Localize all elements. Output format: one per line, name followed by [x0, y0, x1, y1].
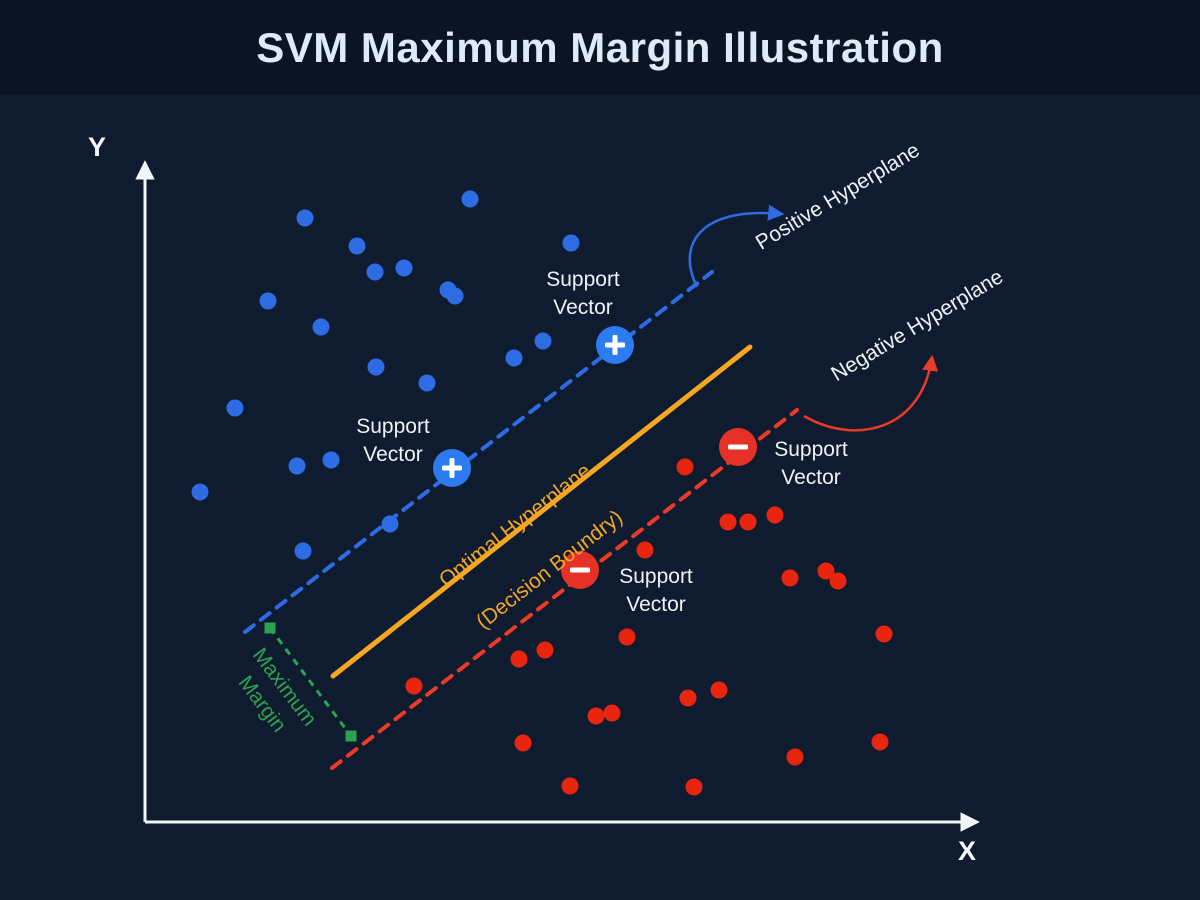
negative-class-point: [871, 733, 889, 751]
x-axis-label: X: [958, 836, 977, 866]
positive-class-point: [367, 358, 385, 376]
positive-class-point: [348, 237, 366, 255]
plus-icon: [612, 335, 618, 355]
positive-class-point: [446, 287, 464, 305]
negative-class-point: [710, 681, 728, 699]
negative-class-point: [536, 641, 554, 659]
positive-class-point: [259, 292, 277, 310]
negative-class-point: [679, 689, 697, 707]
negative-class-point: [514, 734, 532, 752]
negative-class-point: [766, 506, 784, 524]
page-title: SVM Maximum Margin Illustration: [256, 23, 944, 71]
support-vector-label-positive-2: Support Vector: [356, 415, 430, 466]
negative-class-point: [875, 625, 893, 643]
negative-class-point: [561, 777, 579, 795]
negative-class-point: [685, 778, 703, 796]
plus-icon: [449, 458, 455, 478]
positive-class-point: [366, 263, 384, 281]
support-vector-label-negative-2: Support Vector: [619, 565, 693, 616]
positive-hyperplane-line: [243, 270, 714, 634]
positive-class-point: [226, 399, 244, 417]
positive-class-point: [322, 451, 340, 469]
negative-class-point: [829, 572, 847, 590]
positive-class-point: [312, 318, 330, 336]
positive-class-point: [534, 332, 552, 350]
positive-hyperplane-arrow: [688, 204, 785, 288]
positive-class-point: [381, 515, 399, 533]
negative-class-point: [781, 569, 799, 587]
negative-class-point: [587, 707, 605, 725]
minus-icon: [728, 444, 748, 450]
support-vector-label-negative-1: Support Vector: [774, 438, 848, 489]
title-bar: SVM Maximum Margin Illustration: [0, 0, 1200, 95]
maximum-margin-line: [268, 627, 353, 737]
positive-class-point: [294, 542, 312, 560]
positive-class-point: [505, 349, 523, 367]
negative-class-point: [676, 458, 694, 476]
margin-endpoint-marker: [345, 730, 357, 742]
y-axis-label: Y: [88, 132, 107, 162]
negative-class-point: [817, 562, 835, 580]
negative-class-point: [786, 748, 804, 766]
margin-endpoint-marker: [264, 622, 276, 634]
minus-icon: [570, 567, 590, 573]
negative-class-point: [636, 541, 654, 559]
optimal-hyperplane-line: [330, 344, 753, 679]
negative-class-point: [739, 513, 757, 531]
positive-class-point: [296, 209, 314, 227]
positive-class-point: [418, 374, 436, 392]
positive-class-point: [562, 234, 580, 252]
negative-hyperplane-arrow: [803, 354, 939, 432]
negative-hyperplane-line: [330, 408, 799, 770]
positive-class-point: [395, 259, 413, 277]
negative-class-point: [510, 650, 528, 668]
positive-class-point: [191, 483, 209, 501]
negative-class-point: [405, 677, 423, 695]
negative-class-point: [618, 628, 636, 646]
negative-class-point: [719, 513, 737, 531]
support-vector-label-positive-1: Support Vector: [546, 268, 620, 319]
positive-class-point: [288, 457, 306, 475]
positive-class-point: [461, 190, 479, 208]
negative-class-point: [603, 704, 621, 722]
